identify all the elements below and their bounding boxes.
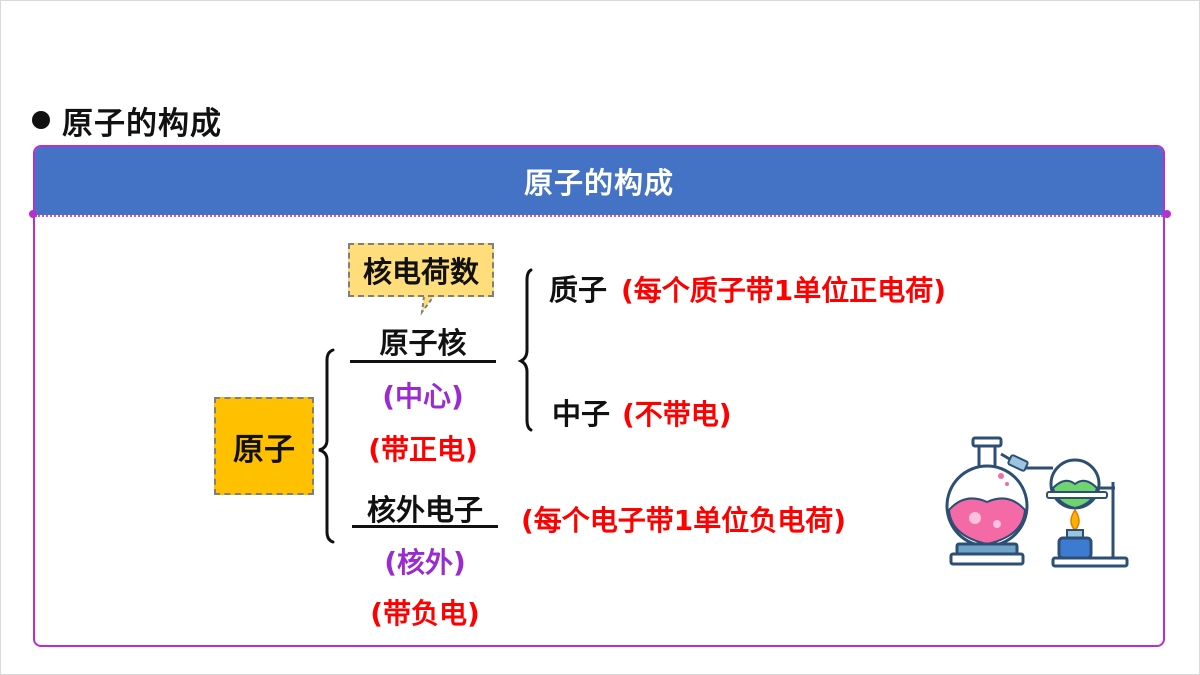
section-heading: 原子的构成 xyxy=(32,98,222,142)
proton-note: (每个质子带1单位正电荷) xyxy=(621,274,947,307)
panel-header: 原子的构成 xyxy=(35,147,1163,215)
bullet-dot-icon xyxy=(32,111,50,129)
nucleus-label: 原子核 xyxy=(379,326,467,360)
content-panel: 原子的构成 xyxy=(33,145,1165,647)
neutron-note: (不带电) xyxy=(622,398,732,431)
proton-label: 质子 xyxy=(548,273,607,307)
chemistry-flask-burner-icon xyxy=(945,436,1129,568)
electron-label: 核外电子 xyxy=(366,493,483,527)
section-title: 原子的构成 xyxy=(62,105,222,142)
nucleus-underline xyxy=(350,360,496,363)
nucleus-charge: (带正电) xyxy=(368,433,478,466)
panel-title: 原子的构成 xyxy=(523,166,674,200)
neutron-label: 中子 xyxy=(551,397,610,431)
electron-note: (每个电子带1单位负电荷) xyxy=(521,504,847,537)
electron-position: (核外) xyxy=(384,546,466,579)
atom-box: 原子 xyxy=(214,397,314,495)
electron-underline xyxy=(352,525,498,528)
panel-divider xyxy=(35,215,1163,217)
electron-charge: (带负电) xyxy=(370,597,480,630)
nuclear-charge-callout: 核电荷数 xyxy=(348,243,494,297)
divider-left-dot xyxy=(29,210,37,218)
divider-right-dot xyxy=(1163,210,1171,218)
nucleus-position: (中心) xyxy=(382,380,464,413)
